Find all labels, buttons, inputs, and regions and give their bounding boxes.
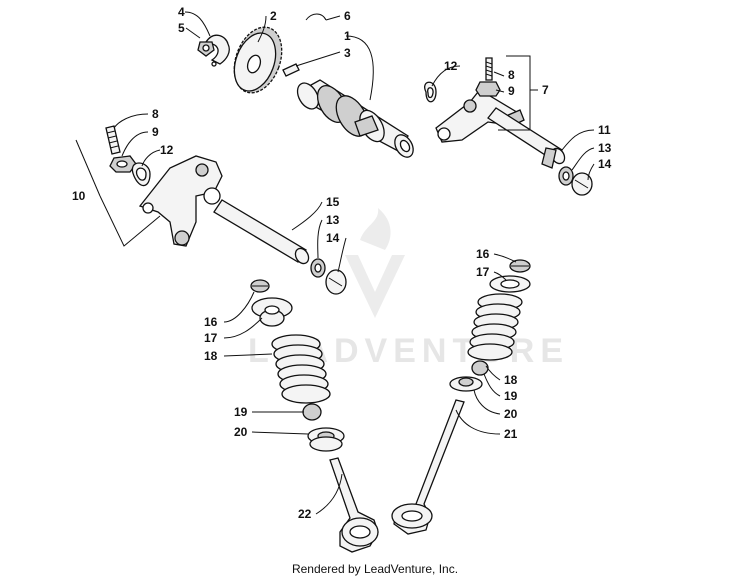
part-cam-sprocket (233, 26, 283, 94)
part-spring-seat-left (307, 427, 345, 452)
part-spring-retainer-left (251, 297, 293, 327)
callout-14-right: 14 (598, 157, 612, 171)
callout-19-right: 19 (504, 389, 518, 403)
callout-3: 3 (344, 46, 351, 60)
callout-2: 2 (270, 9, 277, 23)
callout-9-left: 9 (152, 125, 159, 139)
part-rocker-shaft-right (487, 107, 566, 169)
part-plug-left (325, 269, 347, 295)
callout-13-right: 13 (598, 141, 612, 155)
watermark-logo-mark (345, 208, 405, 318)
callout-11: 11 (598, 123, 611, 137)
part-valve-right (391, 399, 465, 535)
callout-22: 22 (298, 507, 312, 521)
rendered-by-credit: Rendered by LeadVenture, Inc. (291, 562, 459, 576)
callout-8-right: 8 (508, 68, 515, 82)
part-rocker-arm-left (138, 155, 223, 247)
part-lock-nut-left (109, 155, 137, 173)
callout-19-left: 19 (234, 405, 248, 419)
part-o-ring-left (310, 258, 326, 278)
callout-20-right: 20 (504, 407, 518, 421)
callout-6: 6 (344, 9, 351, 23)
part-o-ring-right (558, 166, 574, 186)
callout-10: 10 (72, 189, 86, 203)
part-lock-nut-right (475, 81, 501, 97)
callout-21: 21 (504, 427, 518, 441)
callout-14-left: 14 (326, 231, 340, 245)
callout-17-right: 17 (476, 265, 490, 279)
part-rocker-clip-left (131, 162, 151, 187)
callout-1: 1 (344, 29, 351, 43)
callout-13-left: 13 (326, 213, 340, 227)
callout-17-left: 17 (204, 331, 218, 345)
callout-12-right: 12 (444, 59, 458, 73)
part-camshaft (296, 79, 414, 158)
part-dowel-pin (282, 63, 300, 77)
callout-9-right: 9 (508, 84, 515, 98)
leader-lines (75, 11, 595, 515)
part-rocker-clip-right (424, 81, 437, 103)
part-rocker-arm-right (435, 91, 525, 143)
part-valve-keeper-left (250, 279, 270, 293)
callout-7: 7 (542, 83, 549, 97)
part-spring-seat-right (449, 376, 483, 392)
callout-15: 15 (326, 195, 340, 209)
part-valve-seal-left (302, 403, 322, 421)
callout-20-left: 20 (234, 425, 248, 439)
callout-18-right: 18 (504, 373, 518, 387)
part-valve-spring-right (467, 293, 523, 361)
part-adjust-screw-right (485, 57, 493, 81)
part-valve-seal-right (471, 360, 489, 376)
callout-5: 5 (178, 21, 185, 35)
part-lock-plate (197, 34, 230, 67)
callout-16-right: 16 (476, 247, 490, 261)
part-spring-retainer-right (489, 275, 531, 293)
part-valve-keeper-right (509, 259, 531, 273)
callout-18-left: 18 (204, 349, 218, 363)
callout-16-left: 16 (204, 315, 218, 329)
callout-8-left: 8 (152, 107, 159, 121)
part-rocker-shaft-left (213, 199, 310, 265)
part-plug-right (571, 172, 593, 196)
part-clip (305, 13, 327, 21)
part-valve-spring-left (271, 334, 331, 404)
part-valve-left (329, 457, 379, 553)
callout-4: 4 (178, 5, 185, 19)
callout-labels: 4 5 2 6 1 3 12 8 9 7 11 13 14 8 9 12 10 … (72, 5, 612, 521)
callout-12-left: 12 (160, 143, 174, 157)
part-adjust-screw-left (105, 125, 121, 155)
